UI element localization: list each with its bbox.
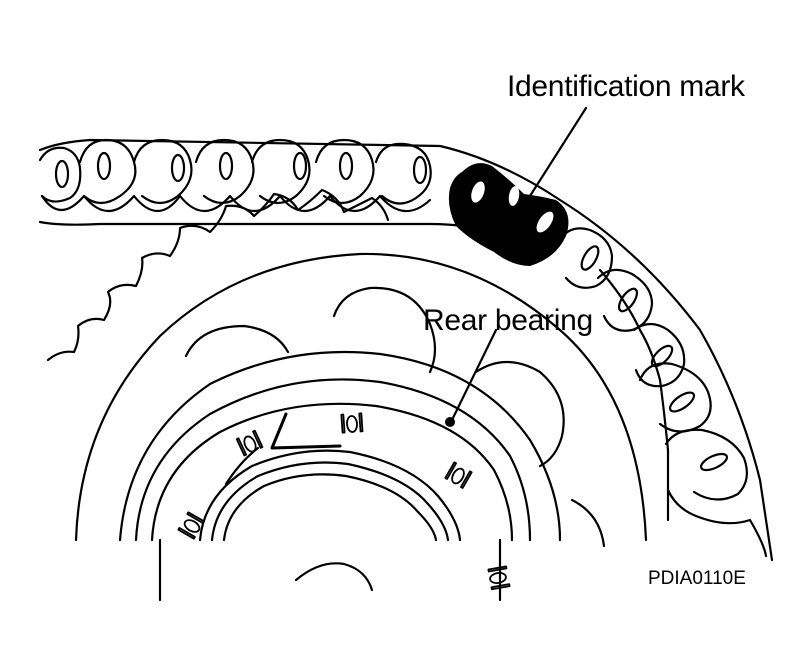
identification-mark-link [448, 163, 569, 266]
figure-code-label: PDIA0110E [648, 568, 746, 589]
timing-marks [177, 412, 511, 591]
rear-bearing-label: Rear bearing [423, 304, 593, 337]
timing-chain [38, 138, 774, 562]
sprocket-body [74, 252, 648, 602]
identification-mark-leader [528, 106, 588, 198]
sprocket-teeth [46, 188, 390, 362]
chain-links-top [38, 138, 432, 213]
rear-bearing-leader-dot [445, 417, 455, 427]
chain-links-right [558, 227, 768, 558]
rear-bearing-leader [450, 328, 498, 422]
leader-lines [445, 106, 588, 427]
rear-bearing [134, 378, 532, 542]
identification-mark-label: Identification mark [507, 70, 745, 103]
